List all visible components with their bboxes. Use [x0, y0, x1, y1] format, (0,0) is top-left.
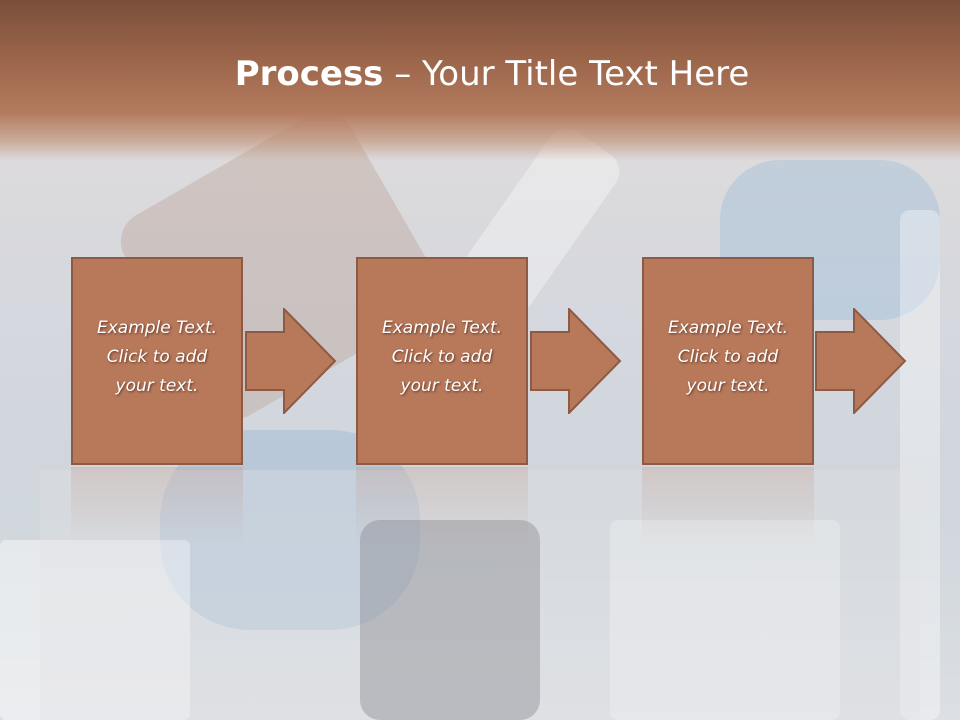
- process-step-2[interactable]: Example Text. Click to add your text.: [356, 257, 528, 465]
- process-step-3[interactable]: Example Text. Click to add your text.: [642, 257, 814, 465]
- arrow-right-icon: [815, 308, 907, 414]
- slide-title[interactable]: Process – Your Title Text Here: [0, 52, 960, 96]
- title-bar: [0, 0, 960, 160]
- step-3-text: Example Text. Click to add your text.: [667, 318, 789, 396]
- process-step-1[interactable]: Example Text. Click to add your text.: [71, 257, 243, 465]
- step-3-reflection: [642, 467, 814, 547]
- arrow-right-icon: [245, 308, 337, 414]
- step-2-reflection: [356, 467, 528, 547]
- step-1-reflection: [71, 467, 243, 547]
- arrow-right-icon: [530, 308, 622, 414]
- step-2-text: Example Text. Click to add your text.: [381, 318, 503, 396]
- step-1-text: Example Text. Click to add your text.: [96, 318, 218, 396]
- title-bold: Process: [234, 54, 384, 94]
- title-rest: – Your Title Text Here: [383, 54, 750, 94]
